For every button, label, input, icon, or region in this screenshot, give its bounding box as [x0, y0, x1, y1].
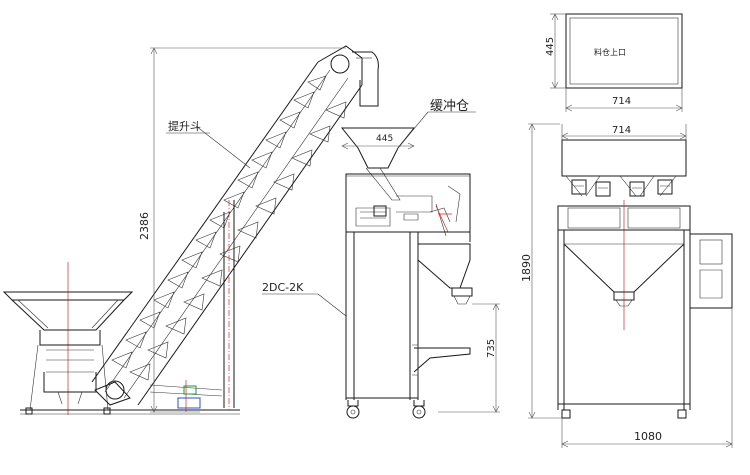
outlet-height-dim: 735	[486, 339, 497, 358]
elevator-label: 提升斗	[168, 120, 201, 133]
hopper-top-plan	[550, 13, 683, 112]
machine-width-dim: 714	[612, 125, 631, 136]
weigher-front-view	[528, 123, 733, 448]
weigher-frame	[262, 111, 500, 419]
bucket-elevator	[2, 45, 379, 415]
elevator-height-dim: 2386	[138, 212, 151, 240]
model-label: 2DC-2K	[262, 281, 304, 294]
hopper-top-label: 料仓上口	[594, 47, 626, 57]
hopper-top-height-dim: 445	[545, 37, 556, 56]
machine-height-dim: 1890	[520, 254, 533, 282]
base-width-dim: 1080	[634, 430, 662, 443]
buffer-width-dim: 445	[376, 134, 393, 144]
buffer-bin-label: 缓冲仓	[430, 99, 469, 114]
hopper-top-width-dim: 714	[612, 96, 631, 107]
